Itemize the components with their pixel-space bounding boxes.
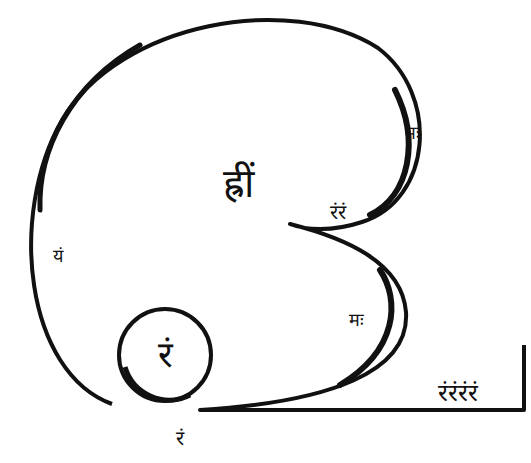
spiral-thick (340, 270, 391, 385)
mantra-syllable: रं (158, 335, 173, 375)
spiral-line (31, 20, 524, 410)
mantra-label: रं (176, 427, 184, 449)
spiral-thick (370, 90, 409, 215)
spiral-thick (40, 45, 140, 210)
mantra-label: रंरंरंरं (438, 380, 478, 406)
mantra-label: यं (53, 246, 63, 266)
mantra-label: रंरं (330, 201, 346, 223)
mantra-syllable: ह्रीं (223, 161, 254, 205)
mantra-label: मः (349, 310, 364, 330)
circle-line (119, 309, 211, 401)
mantra-label: मः (405, 123, 420, 143)
inner-circle: रं (115, 305, 215, 405)
